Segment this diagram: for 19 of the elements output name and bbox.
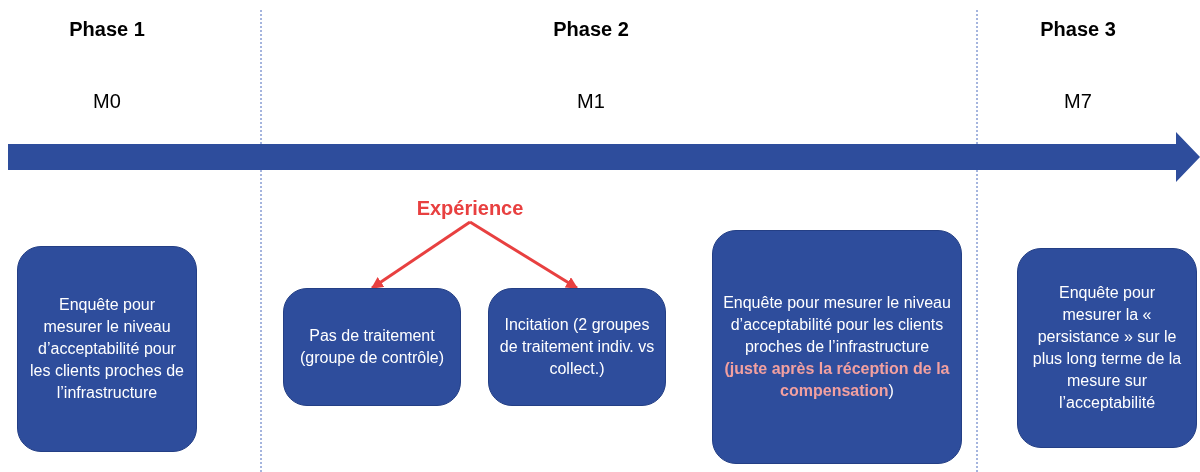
process-box (1017, 248, 1197, 448)
arrow (371, 220, 471, 290)
month-label: M7 (1064, 90, 1092, 113)
phase-heading: Phase 3 (1040, 18, 1116, 41)
process-box (712, 230, 962, 464)
month-label: M0 (93, 90, 121, 113)
box-text: Pas de traitement (groupe de contrôle) (298, 326, 446, 368)
box-text: Incitation (2 groupes de traitement indiv. vs collect.) (499, 315, 655, 379)
process-box (283, 288, 461, 406)
box-text: Enquête pour mesurer la « persistance » sur le plus long terme de la mesure sur l’acceptabilité (1031, 283, 1183, 413)
phase-heading: Phase 1 (69, 18, 145, 41)
box-text: Enquête pour mesurer le niveau d’acceptabilité pour les clients proches de l’infrastructure (juste après la réception de la compensation) (723, 293, 951, 401)
box-text: Enquête pour mesurer le niveau d’acceptabilité pour les clients proches de l’infrastructure (29, 295, 185, 403)
phase-heading: Phase 2 (553, 18, 629, 41)
process-box (17, 246, 197, 452)
process-box (488, 288, 666, 406)
heading-text: Expérience (416, 196, 524, 220)
month-label: M1 (577, 90, 605, 113)
arrow (469, 220, 578, 290)
